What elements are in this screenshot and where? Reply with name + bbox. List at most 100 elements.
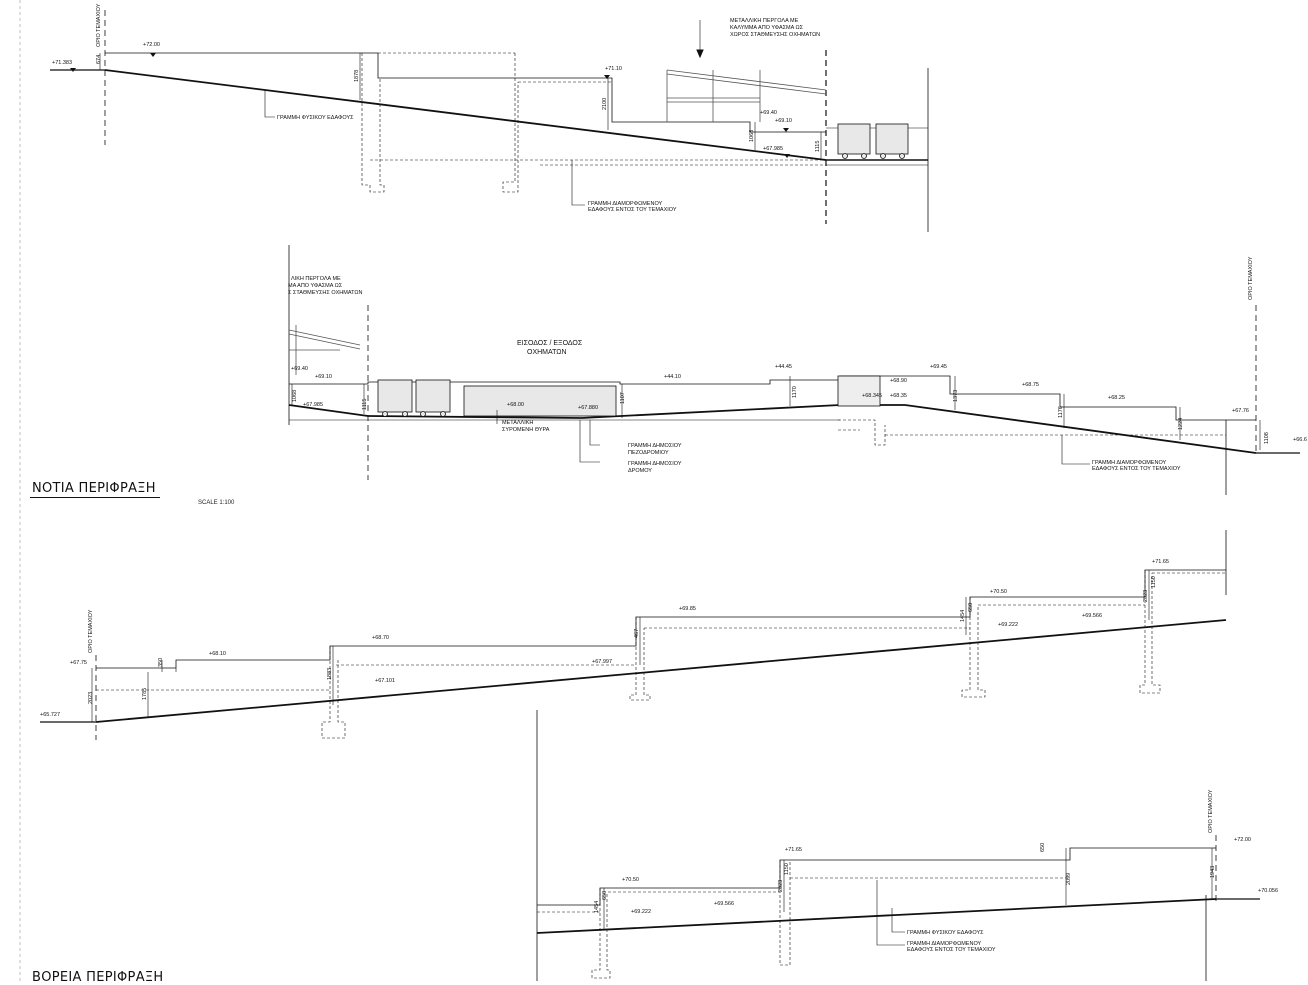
sidewalk-label: ΓΡΑΜΜΗ ΔΗΜΟΣΙΟΥ	[628, 443, 682, 449]
dimension-label: 1454	[960, 610, 966, 622]
sliding-gate	[463, 385, 617, 417]
elevation-label: +71.65	[785, 847, 802, 853]
gate-label: ΜΕΤΑΛΛΙΚΗ	[502, 420, 533, 426]
dimension-label: 1115	[815, 141, 821, 152]
elevation-label: +67.101	[375, 678, 395, 684]
elevation-label: +67.76	[1232, 408, 1249, 414]
dimension-label: 2099	[1066, 873, 1072, 885]
entrance-label: ΟΧΗΜΑΤΩΝ	[527, 349, 567, 356]
dimension-label: 1108	[1264, 432, 1270, 444]
elevation-label: +72.00	[143, 42, 160, 48]
dimension-label: 1107	[620, 392, 626, 404]
elevation-label: +68.90	[890, 378, 907, 384]
dimension-label: 650	[1040, 843, 1046, 852]
boundary-label: ΟΡΙΟ ΤΕΜΑΧΙΟΥ	[96, 3, 102, 47]
formed-ground-label: ΓΡΑΜΜΗ ΔΙΑΜΟΡΦΩΜΕΝΟΥ	[588, 201, 663, 207]
south-title-underline	[30, 497, 160, 498]
elevation-label: +68.35	[890, 393, 907, 399]
elevation-label: +69.10	[315, 374, 332, 380]
wall-profile	[537, 847, 1216, 906]
pergola-label: ΧΩΡΟΣ ΣΤΑΘΜΕΥΣΗΣ ΟΧΗΜΑΤΩΝ	[730, 32, 820, 38]
boundary-label: ΟΡΙΟ ΤΕΜΑΧΙΟΥ	[88, 609, 94, 653]
elevation-label: +65.727	[40, 712, 60, 718]
section-4-text: ΟΡΙΟ ΤΕΜΑΧΙΟΥ ΓΡΑΜΜΗ ΦΥΣΙΚΟΥ ΕΔΑΦΟΥΣ ΓΡΑ…	[594, 789, 1278, 953]
dimension-label: 650	[602, 891, 608, 900]
elevation-label: +69.222	[631, 909, 651, 915]
section-3-text: ΟΡΙΟ ΤΕΜΑΧΙΟΥ +67.75 +65.727 +68.10 +68.…	[40, 559, 1169, 718]
elevation-label: +68.345	[862, 393, 882, 399]
dimension-label: 2023	[1143, 590, 1149, 602]
elevation-label: +68.70	[372, 635, 389, 641]
formed-ground-label: ΕΔΑΦΟΥΣ ΕΝΤΟΣ ΤΟΥ ΤΕΜΑΧΙΟΥ	[907, 947, 996, 953]
elevation-label: +69.40	[291, 366, 308, 372]
sidewalk-label: ΠΕΖΟΔΡΟΜΙΟΥ	[628, 450, 669, 456]
elevation-label: +70.056	[1258, 888, 1278, 894]
dimension-label: 350	[158, 658, 164, 667]
elevation-label: +67.997	[592, 659, 612, 665]
dimension-label: 1883	[327, 668, 333, 680]
elevation-label: +71.10	[605, 66, 622, 72]
pergola-label: Σ ΣΤΑΘΜΕΥΣΗΣ ΟΧΗΜΑΤΩΝ	[288, 290, 362, 296]
boundary-label: ΟΡΙΟ ΤΕΜΑΧΙΟΥ	[1208, 789, 1214, 833]
pergola-label: ΛΙΚΗ ΠΕΡΓΟΛΑ ΜΕ	[291, 276, 341, 282]
pergola-label: ΜΑ ΑΠΟ ΥΦΑΣΜΑ ΩΣ	[288, 283, 343, 289]
wall-profile	[365, 52, 826, 133]
elevation-label: +69.566	[1082, 613, 1102, 619]
gate-label: ΣΥΡΟΜΕΝΗ ΘΥΡΑ	[502, 427, 550, 433]
elevation-label: +67.75	[70, 660, 87, 666]
elevation-label: +69.45	[930, 364, 947, 370]
dimension-label: 2023	[778, 880, 784, 892]
road-label: ΔΡΟΜΟΥ	[628, 468, 652, 474]
dimension-label: 1115	[362, 399, 368, 410]
dimension-label: 467	[634, 629, 640, 638]
dimension-label: 674	[96, 55, 102, 64]
elevation-label: +44.10	[664, 374, 681, 380]
dimension-label: 1150	[784, 863, 790, 875]
pergola	[666, 69, 827, 122]
dimension-label: 1373	[953, 390, 959, 402]
elevation-label: +72.00	[1234, 837, 1251, 843]
natural-ground-line	[104, 69, 827, 161]
elevation-label: +70.50	[622, 877, 639, 883]
section-1	[50, 10, 929, 232]
elevation-label: +69.222	[998, 622, 1018, 628]
natural-ground-line	[95, 619, 1227, 723]
formed-ground-label: ΓΡΑΜΜΗ ΔΙΑΜΟΡΦΩΜΕΝΟΥ	[907, 941, 982, 947]
scale-note: SCALE 1:100	[198, 500, 235, 506]
boundary-label: ΟΡΙΟ ΤΕΜΑΧΙΟΥ	[1248, 256, 1254, 300]
gate-post	[837, 375, 881, 407]
elevation-label: +68.25	[1108, 395, 1125, 401]
waste-bin	[377, 379, 451, 417]
natural-ground-label: ΓΡΑΜΜΗ ΦΥΣΙΚΟΥ ΕΔΑΦΟΥΣ	[277, 115, 354, 121]
section-3	[40, 530, 1227, 740]
dimension-label: 1878	[354, 70, 360, 82]
elevation-label: +67.985	[303, 402, 323, 408]
elevation-label: +71.65	[1152, 559, 1169, 565]
elevation-label: +67.985	[763, 146, 783, 152]
dimension-label: 1454	[594, 901, 600, 913]
dimension-label: 1150	[1151, 576, 1157, 588]
elevation-label: +67.880	[578, 405, 598, 411]
elevation-label: +66.6	[1293, 437, 1307, 443]
elevation-label: +69.566	[714, 901, 734, 907]
south-section-title: ΝΟΤΙΑ ΠΕΡΙΦΡΑΞΗ	[32, 481, 156, 496]
waste-bin	[837, 123, 909, 159]
section-2	[288, 245, 1300, 495]
elevation-label: +69.40	[760, 110, 777, 116]
dimension-label: 650	[968, 603, 974, 612]
entrance-label: ΕΙΣΟΔΟΣ / ΕΞΟΔΟΣ	[517, 340, 583, 347]
dimension-label: 1224	[1178, 418, 1184, 430]
dimension-label: 1068	[749, 130, 755, 142]
elevation-label: +68.75	[1022, 382, 1039, 388]
dimension-label: 1176	[1058, 406, 1064, 418]
section-2-text: ΛΙΚΗ ΠΕΡΓΟΛΑ ΜΕ ΜΑ ΑΠΟ ΥΦΑΣΜΑ ΩΣ Σ ΣΤΑΘΜ…	[288, 256, 1307, 474]
elevation-label: +69.10	[775, 118, 792, 124]
pergola-label: ΚΑΛΥΜΜΑ ΑΠΟ ΥΦΑΣΜΑ ΩΣ	[730, 25, 804, 31]
dimension-label: 1785	[142, 688, 148, 700]
elevation-label: +68.00	[507, 402, 524, 408]
pergola-label: ΜΕΤΑΛΛΙΚΗ ΠΕΡΓΟΛΑ ΜΕ	[730, 18, 799, 24]
dimension-label: 1943	[1210, 866, 1216, 878]
section-4	[536, 710, 1260, 981]
dimension-label: 2023	[88, 692, 94, 704]
